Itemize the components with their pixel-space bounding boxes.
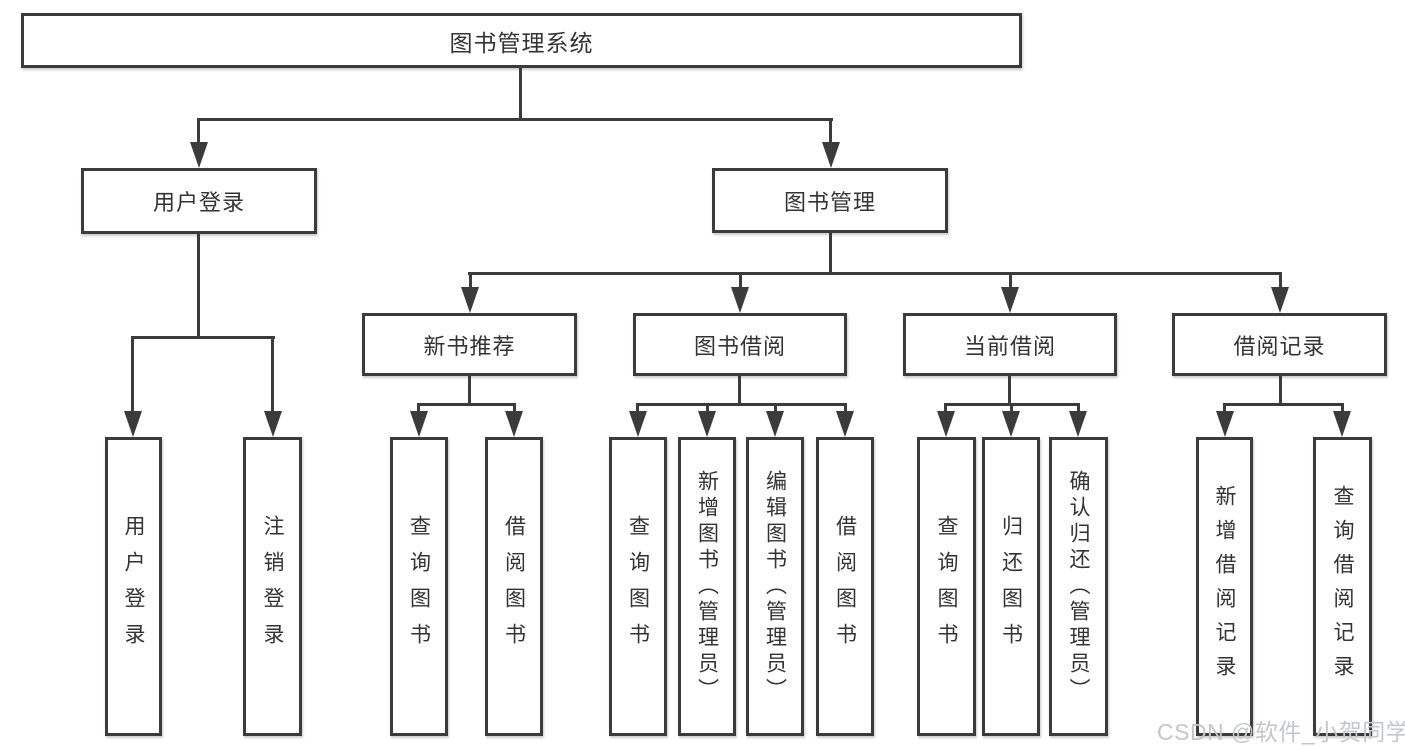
leaf-borrow-books-1: 借阅图书 bbox=[485, 437, 543, 736]
arrow-down-icon bbox=[410, 411, 428, 437]
node-label: 新书推荐 bbox=[423, 333, 516, 359]
connector-line bbox=[197, 121, 200, 145]
connector-line bbox=[1008, 376, 1011, 403]
connector-line bbox=[829, 233, 832, 272]
arrow-down-icon bbox=[1333, 411, 1351, 437]
node-label: 用户登录 bbox=[152, 190, 245, 215]
arrow-down-icon bbox=[937, 411, 955, 437]
leaf-query-books-3: 查询图书 bbox=[917, 437, 976, 736]
leaf-label: 查询图书 bbox=[407, 514, 431, 659]
leaf-label: 查询借阅记录 bbox=[1331, 484, 1354, 689]
node-label: 当前借阅 bbox=[963, 333, 1056, 359]
arrow-down-icon bbox=[461, 287, 479, 313]
leaf-label: 确认归还（管理员） bbox=[1067, 469, 1090, 704]
connector-line bbox=[738, 376, 741, 403]
arrow-down-icon bbox=[505, 411, 523, 437]
node-user-login: 用户登录 bbox=[81, 168, 317, 234]
connector-line bbox=[1009, 275, 1012, 287]
connector-line bbox=[944, 403, 947, 412]
connector-line bbox=[468, 272, 1282, 275]
leaf-label: 用户登录 bbox=[122, 514, 145, 659]
arrow-down-icon bbox=[836, 411, 854, 437]
connector-line bbox=[1341, 403, 1344, 412]
connector-line bbox=[513, 403, 516, 412]
leaf-label: 查询图书 bbox=[626, 514, 650, 659]
connector-line bbox=[519, 68, 522, 121]
connector-line bbox=[469, 275, 472, 287]
arrow-down-icon bbox=[1069, 411, 1087, 437]
leaf-query-books-2: 查询图书 bbox=[609, 437, 667, 736]
connector-line bbox=[1077, 403, 1080, 412]
connector-line bbox=[636, 403, 639, 412]
arrow-down-icon bbox=[1001, 287, 1019, 313]
connector-line bbox=[197, 118, 833, 121]
connector-line bbox=[417, 403, 420, 412]
connector-line bbox=[468, 376, 471, 403]
node-new-book-recommend: 新书推荐 bbox=[362, 313, 577, 376]
leaf-logout: 注销登录 bbox=[243, 437, 302, 736]
leaf-borrow-books-2: 借阅图书 bbox=[816, 437, 874, 736]
connector-line bbox=[417, 403, 516, 406]
leaf-edit-book-admin: 编辑图书（管理员） bbox=[746, 437, 804, 736]
leaf-label: 借阅图书 bbox=[502, 514, 526, 659]
leaf-add-book-admin: 新增图书（管理员） bbox=[678, 437, 736, 736]
leaf-label: 查询图书 bbox=[935, 514, 958, 659]
leaf-label: 注销登录 bbox=[261, 514, 284, 659]
connector-line bbox=[1010, 403, 1013, 412]
connector-line bbox=[1223, 403, 1344, 406]
connector-line bbox=[829, 121, 832, 145]
leaf-query-borrow-record: 查询借阅记录 bbox=[1313, 437, 1372, 736]
watermark-csdn: CSDN @软件_小贺同学 bbox=[1157, 719, 1405, 745]
leaf-confirm-return-admin: 确认归还（管理员） bbox=[1049, 437, 1108, 736]
arrow-down-icon bbox=[766, 411, 784, 437]
connector-line bbox=[636, 403, 847, 406]
leaf-label: 借阅图书 bbox=[833, 514, 857, 659]
connector-line bbox=[706, 403, 709, 412]
connector-line bbox=[197, 234, 200, 336]
node-library-management-system: 图书管理系统 bbox=[21, 13, 1022, 68]
arrow-down-icon bbox=[629, 411, 647, 437]
node-current-borrowing: 当前借阅 bbox=[903, 313, 1117, 376]
connector-line bbox=[131, 339, 134, 411]
connector-line bbox=[271, 339, 274, 411]
node-label: 图书管理 bbox=[783, 189, 876, 215]
connector-line bbox=[131, 336, 275, 339]
node-book-borrowing: 图书借阅 bbox=[633, 313, 847, 376]
leaf-label: 新增图书（管理员） bbox=[695, 469, 719, 704]
leaf-user-login: 用户登录 bbox=[105, 437, 162, 736]
arrow-down-icon bbox=[190, 142, 208, 168]
arrow-down-icon bbox=[1271, 287, 1289, 313]
node-book-management: 图书管理 bbox=[712, 168, 948, 233]
node-label: 图书借阅 bbox=[693, 333, 786, 359]
leaf-return-books: 归还图书 bbox=[982, 437, 1040, 736]
connector-line bbox=[1223, 403, 1226, 412]
leaf-add-borrow-record: 新增借阅记录 bbox=[1196, 437, 1253, 736]
connector-line bbox=[1279, 376, 1282, 403]
leaf-label: 编辑图书（管理员） bbox=[763, 469, 787, 704]
leaf-label: 新增借阅记录 bbox=[1213, 484, 1236, 689]
connector-line bbox=[774, 403, 777, 412]
node-borrowing-records: 借阅记录 bbox=[1172, 313, 1387, 376]
arrow-down-icon bbox=[1002, 411, 1020, 437]
leaf-label: 归还图书 bbox=[999, 514, 1023, 659]
leaf-query-books-1: 查询图书 bbox=[390, 437, 448, 736]
arrow-down-icon bbox=[731, 287, 749, 313]
arrow-down-icon bbox=[124, 411, 142, 437]
connector-line bbox=[844, 403, 847, 412]
connector-line bbox=[1279, 275, 1282, 287]
connector-line bbox=[739, 275, 742, 287]
arrow-down-icon bbox=[698, 411, 716, 437]
arrow-down-icon bbox=[264, 411, 282, 437]
node-label: 借阅记录 bbox=[1233, 333, 1326, 359]
arrow-down-icon bbox=[822, 142, 840, 168]
arrow-down-icon bbox=[1216, 411, 1234, 437]
node-label: 图书管理系统 bbox=[449, 29, 594, 56]
